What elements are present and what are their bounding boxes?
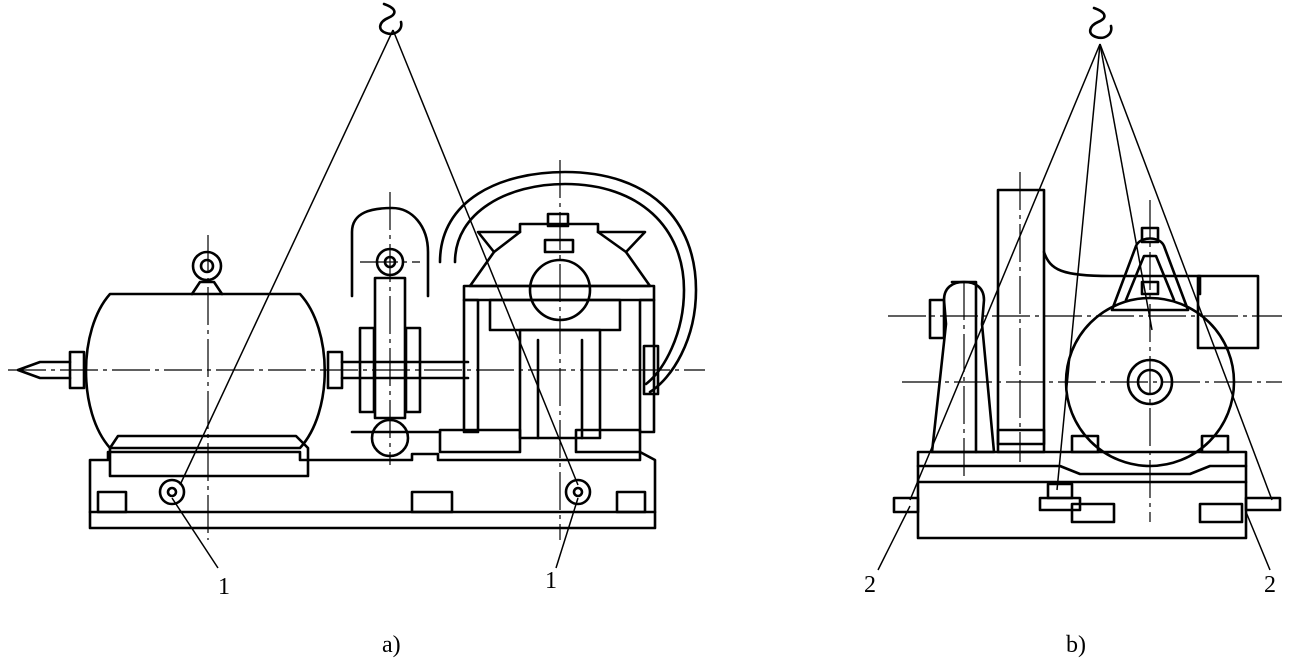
- callouts-a: [171, 497, 579, 569]
- machine-base-a: [88, 450, 657, 530]
- caption-b: b): [1066, 632, 1086, 658]
- flywheel-b: [996, 188, 1202, 454]
- callout-label-b-left: 2: [864, 572, 876, 598]
- callout-label-b-right: 2: [1264, 572, 1276, 598]
- callout-label-a-right: 1: [545, 568, 557, 594]
- figure-a: 1 1 a): [8, 2, 705, 658]
- hook-icon: [1088, 6, 1113, 40]
- motor-a: [16, 250, 344, 478]
- slings-a: [179, 29, 579, 486]
- caption-a: a): [382, 632, 401, 658]
- coupling-a: [350, 206, 442, 458]
- figure-b: 2 2 b): [864, 6, 1282, 658]
- lifting-eye-right: [564, 478, 592, 506]
- motor-b: [1064, 226, 1260, 468]
- lifting-eye-left: [158, 478, 186, 506]
- pedestal-b: [928, 280, 996, 454]
- hook-icon: [378, 2, 403, 36]
- machine-base-b: [892, 450, 1282, 540]
- callout-label-a-left: 1: [218, 574, 230, 600]
- callouts-b: [877, 505, 1271, 571]
- reducer-a: [438, 170, 698, 454]
